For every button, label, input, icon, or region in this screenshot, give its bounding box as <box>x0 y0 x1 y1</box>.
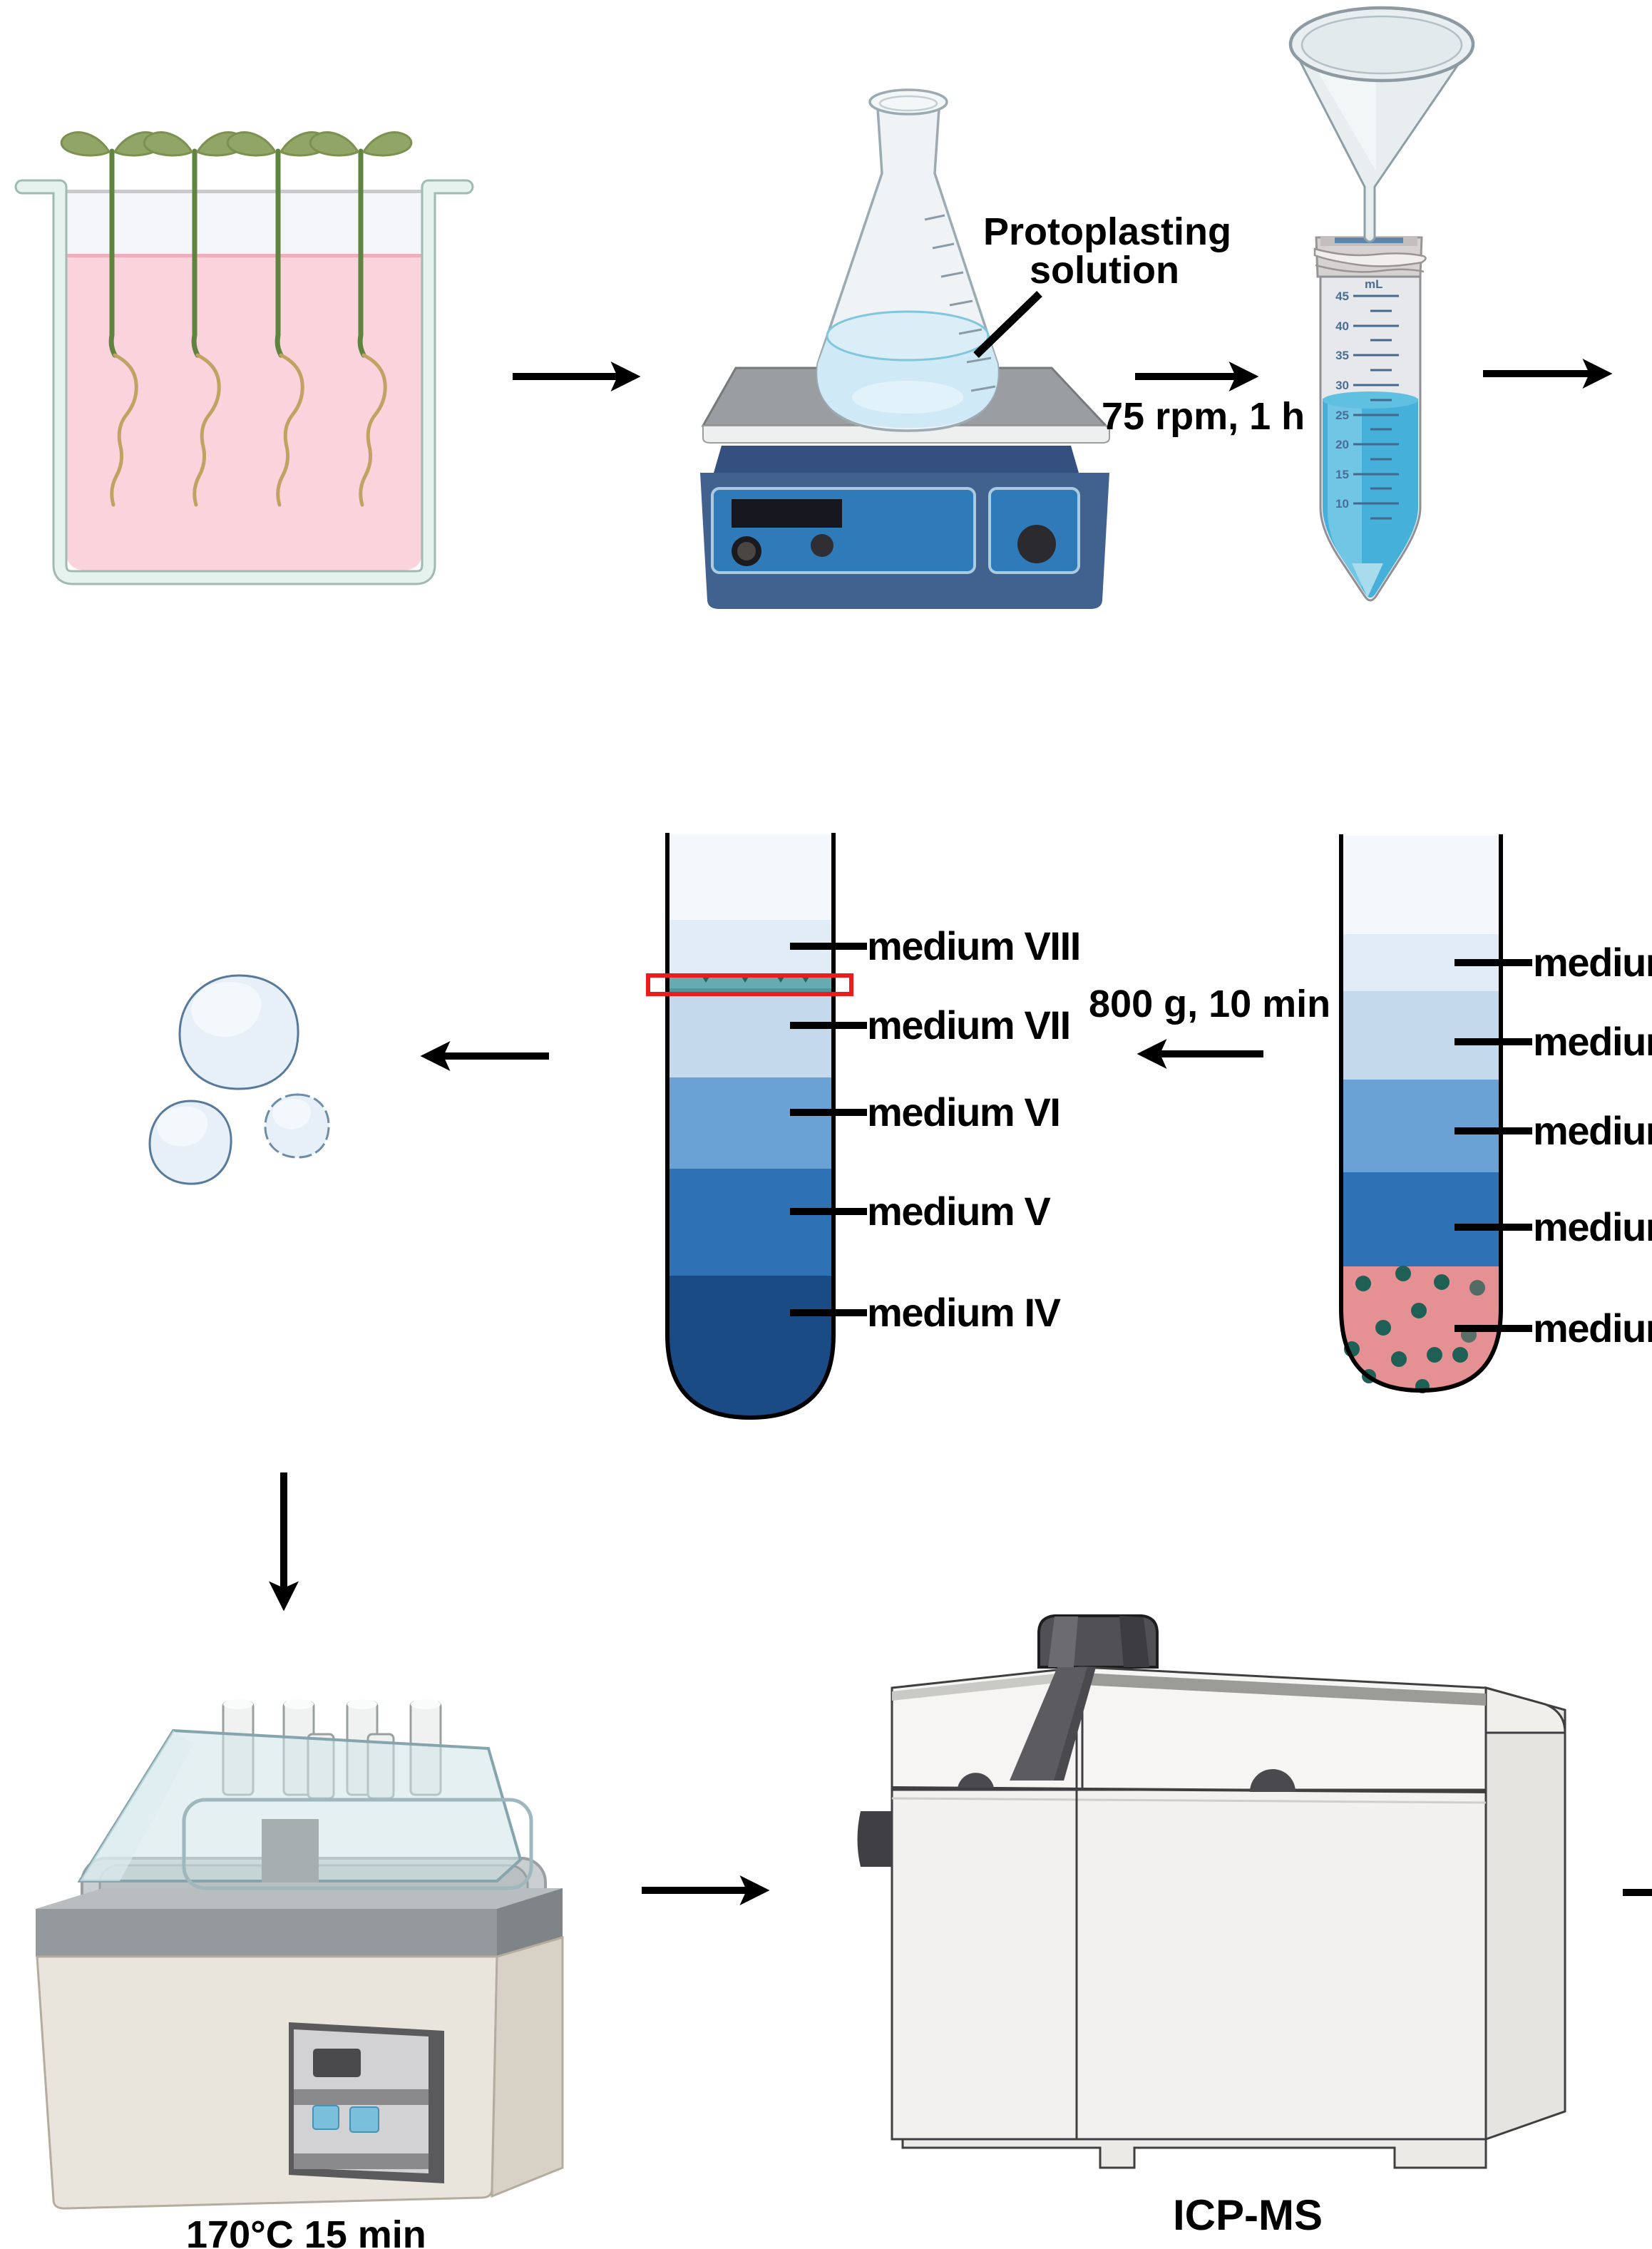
svg-text:45: 45 <box>1335 290 1349 303</box>
svg-text:30: 30 <box>1335 379 1349 392</box>
svg-text:10: 10 <box>1335 497 1349 511</box>
svg-text:25: 25 <box>1335 409 1349 422</box>
svg-text:35: 35 <box>1335 349 1349 362</box>
svg-text:40: 40 <box>1335 319 1349 333</box>
svg-text:mL: mL <box>1365 277 1383 291</box>
svg-text:15: 15 <box>1335 468 1349 481</box>
svg-text:20: 20 <box>1335 438 1349 451</box>
